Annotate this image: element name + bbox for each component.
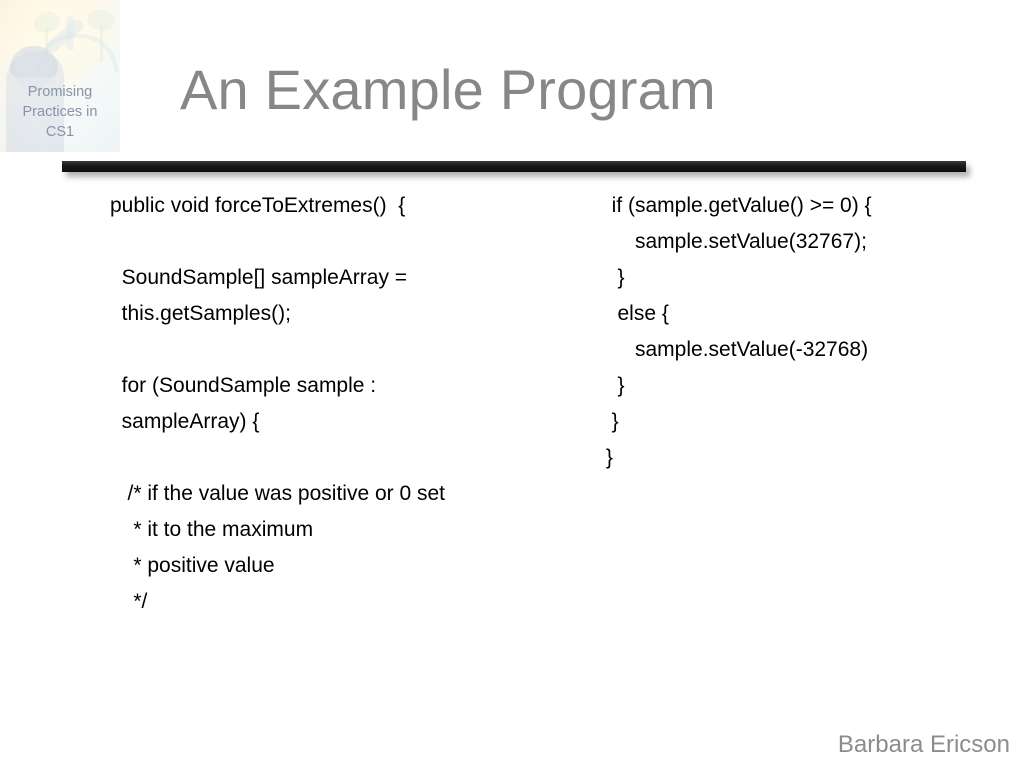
- code-block-right: if (sample.getValue() >= 0) { sample.set…: [600, 188, 1000, 476]
- code-line: }: [600, 446, 613, 469]
- author-credit: Barbara Ericson: [837, 731, 1010, 758]
- code-line: * positive value: [110, 554, 275, 577]
- code-line: }: [600, 266, 625, 289]
- code-line: if (sample.getValue() >= 0) {: [600, 194, 872, 217]
- code-line: }: [600, 374, 625, 397]
- code-line: sample.setValue(32767);: [600, 230, 867, 253]
- page-title: An Example Program: [180, 58, 716, 121]
- code-block-left: public void forceToExtremes() { SoundSam…: [110, 188, 580, 620]
- divider-bar: [62, 161, 966, 172]
- code-line: sampleArray) {: [110, 410, 260, 433]
- code-line: */: [110, 590, 148, 613]
- logo-caption: Promising Practices in CS1: [22, 84, 98, 140]
- code-line: public void forceToExtremes() {: [110, 194, 406, 217]
- code-line: }: [600, 410, 619, 433]
- code-line: for (SoundSample sample :: [110, 374, 377, 397]
- code-line: sample.setValue(-32768): [600, 338, 869, 361]
- course-logo-badge: Promising Practices in CS1: [0, 0, 120, 152]
- code-line: * it to the maximum: [110, 518, 314, 541]
- code-line: this.getSamples();: [110, 302, 291, 325]
- code-line: SoundSample[] sampleArray =: [110, 266, 408, 289]
- code-line: [110, 332, 580, 368]
- code-line: /* if the value was positive or 0 set: [110, 482, 446, 505]
- code-line: [110, 440, 580, 476]
- code-line: [110, 224, 580, 260]
- code-line: else {: [600, 302, 669, 325]
- logo-fade-overlay: [0, 0, 120, 152]
- title-divider: [62, 161, 970, 179]
